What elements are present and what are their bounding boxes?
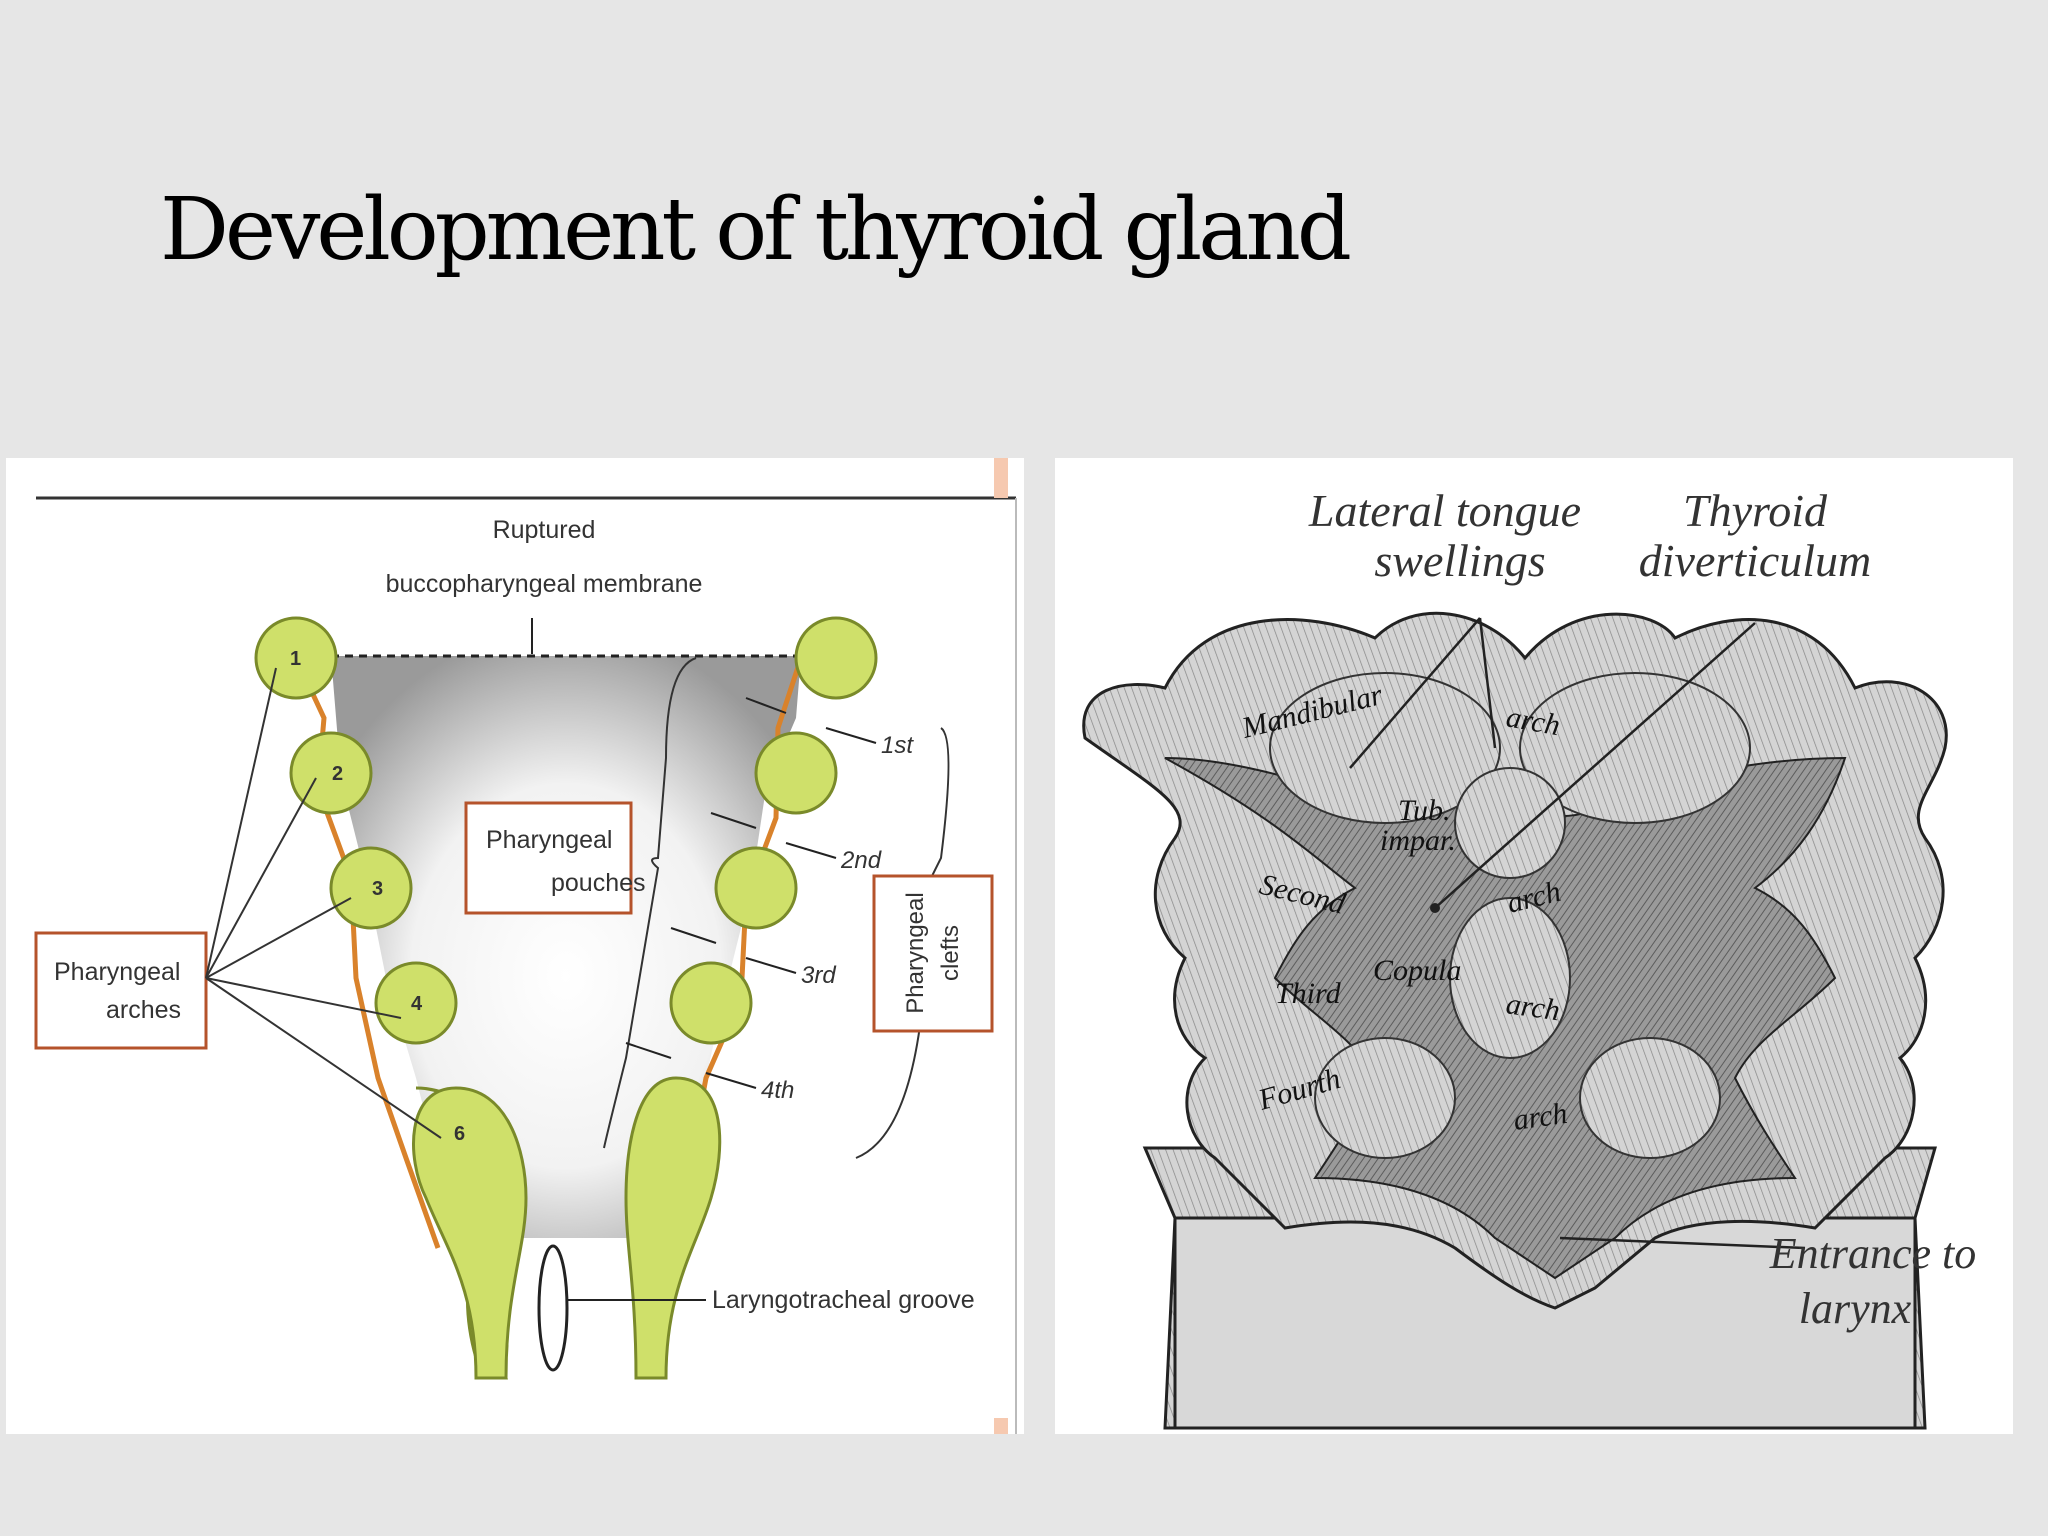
top-labels: Lateral tongue swellings Thyroid diverti… bbox=[1308, 485, 1871, 586]
pharyngeal-arches-diagram: 1 2 3 4 6 Ruptured buccopharyngeal membr… bbox=[6, 458, 1024, 1434]
pouches-label-line1: Pharyngeal bbox=[486, 826, 612, 854]
pouch-arrows bbox=[625, 697, 787, 1059]
clefts-label-line2: clefts bbox=[937, 925, 964, 981]
entrance-to-label: Entrance to bbox=[1769, 1229, 1977, 1278]
pouches-label-line2: pouches bbox=[551, 869, 646, 897]
pharyngeal-pouches-box bbox=[464, 801, 633, 915]
entrance-label: Entrance to larynx bbox=[1769, 1229, 1977, 1333]
cleft-number-labels: 1st 2nd 3rd 4th bbox=[761, 732, 914, 1104]
engraving-pointers bbox=[1349, 617, 1806, 1250]
tub-label: Tub. bbox=[1398, 794, 1451, 827]
arch-number-labels: 1 2 3 4 6 bbox=[290, 648, 465, 1145]
right-arch-1 bbox=[794, 616, 878, 700]
lateral-swelling-right bbox=[1519, 672, 1751, 824]
membrane-label: Ruptured buccopharyngeal membrane bbox=[386, 516, 703, 598]
pharyngeal-arches-box bbox=[34, 931, 208, 1050]
cleft-arrows bbox=[705, 727, 877, 1089]
arches-label-line1: Pharyngeal bbox=[54, 958, 180, 986]
tongue-development-diagram: Lateral tongue swellings Thyroid diverti… bbox=[1055, 458, 2013, 1434]
arch-number: 1 bbox=[290, 648, 301, 670]
tongue-swellings bbox=[1269, 672, 1751, 1159]
right-arch-3 bbox=[714, 846, 798, 930]
arch-number: 2 bbox=[332, 763, 343, 785]
arch-4 bbox=[374, 961, 458, 1045]
third-arch-label: arch bbox=[1504, 987, 1562, 1027]
pharyngeal-arches-svg: 1 2 3 4 6 Ruptured buccopharyngeal membr… bbox=[34, 458, 1017, 1434]
diverticulum-label: diverticulum bbox=[1639, 535, 1872, 586]
buccopharyngeal-label: buccopharyngeal membrane bbox=[386, 570, 703, 598]
cleft-number: 4th bbox=[761, 1077, 794, 1104]
copula-label: Copula bbox=[1373, 954, 1461, 987]
right-arch-6 bbox=[624, 1076, 722, 1380]
fourth-arch-right bbox=[1579, 1037, 1721, 1159]
arches-label-line2: arches bbox=[106, 996, 181, 1024]
clefts-label-line1: Pharyngeal bbox=[902, 892, 929, 1013]
tuberculum-impar bbox=[1454, 767, 1566, 879]
arch-2 bbox=[289, 731, 373, 815]
arch-number: 3 bbox=[372, 878, 383, 900]
thyroid-diverticulum-pit bbox=[1430, 903, 1440, 913]
arch-number: 4 bbox=[411, 993, 423, 1015]
right-arch-2 bbox=[754, 731, 838, 815]
arch-pointer-lines bbox=[205, 667, 442, 1139]
cleft-number: 3rd bbox=[801, 962, 836, 989]
cleft-number: 2nd bbox=[840, 847, 882, 874]
pouches-brace bbox=[603, 657, 697, 1149]
copula bbox=[1449, 897, 1571, 1059]
arch-1 bbox=[254, 616, 338, 700]
lateral-tongue-label: Lateral tongue bbox=[1308, 485, 1581, 536]
larynx-label: larynx bbox=[1799, 1284, 1912, 1333]
fourth-arch-label: arch bbox=[1511, 1097, 1569, 1137]
right-arches bbox=[624, 616, 878, 1380]
laryngotracheal-groove-outline bbox=[537, 1244, 569, 1372]
pharyngeal-pouches-label: Pharyngeal pouches bbox=[486, 826, 646, 897]
slide-title: Development of thyroid gland bbox=[160, 180, 1352, 280]
pharyngeal-arches-label: Pharyngeal arches bbox=[54, 958, 181, 1024]
right-arch-4 bbox=[669, 961, 753, 1045]
left-arches bbox=[254, 616, 528, 1380]
pharyngeal-clefts-box bbox=[872, 874, 994, 1033]
lateral-swelling-left bbox=[1269, 672, 1501, 824]
tongue-development-svg: Lateral tongue swellings Thyroid diverti… bbox=[1082, 485, 1977, 1430]
corner-mark bbox=[994, 458, 1008, 498]
thyroid-label: Thyroid bbox=[1683, 485, 1828, 536]
ruptured-label: Ruptured bbox=[493, 516, 596, 544]
left-lining bbox=[293, 656, 441, 1249]
fourth-arch-left bbox=[1314, 1037, 1456, 1159]
swellings-label: swellings bbox=[1374, 535, 1545, 586]
third-label: Third bbox=[1275, 977, 1342, 1010]
arch-number: 6 bbox=[454, 1123, 465, 1145]
arch-6 bbox=[412, 1086, 528, 1380]
laryngotracheal-groove-label: Laryngotracheal groove bbox=[712, 1286, 975, 1314]
pharyngeal-clefts-label: Pharyngeal clefts bbox=[902, 892, 964, 1013]
corner-mark-bottom bbox=[994, 1418, 1008, 1434]
arch-3 bbox=[329, 846, 413, 930]
impar-label: impar. bbox=[1380, 824, 1456, 857]
cleft-number: 1st bbox=[881, 732, 914, 759]
